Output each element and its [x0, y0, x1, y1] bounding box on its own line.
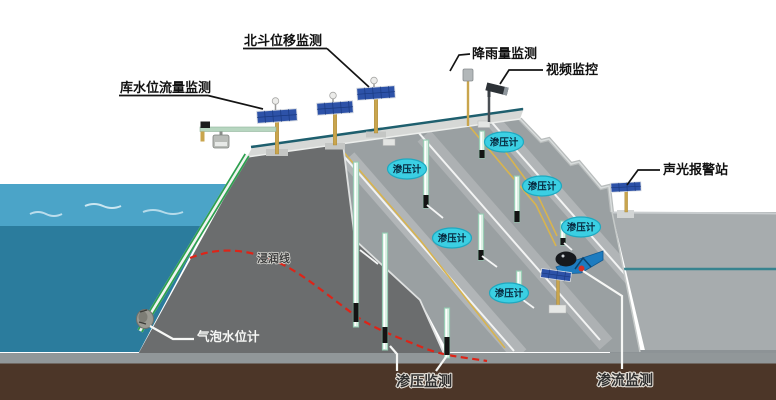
pole-base: [366, 131, 386, 138]
reservoir-level-station: [199, 97, 298, 156]
upstream-pipe: [137, 153, 250, 333]
solar-panel-icon: [356, 85, 396, 101]
station-pole: [333, 113, 338, 146]
road-marker: [477, 120, 491, 128]
seepage-weir-station: [540, 250, 604, 314]
alarm-station: [610, 181, 642, 218]
piezometer-tag-label: 渗压计: [528, 181, 557, 193]
pore-pressure-monitoring-label: 渗压监测: [396, 373, 452, 389]
road-marker: [382, 138, 396, 146]
weir-notch: [574, 256, 592, 270]
wave-icon: [29, 211, 63, 217]
bubble-level-gauge: [136, 309, 154, 329]
solar-panel-icon: [316, 100, 354, 116]
sensor-cable: [343, 148, 506, 349]
white-leader-lines: [149, 270, 624, 372]
reservoir-level-callout: 库水位流量监测: [120, 80, 211, 95]
dam-toe-line: [611, 211, 641, 353]
piezometer-tag-label: 渗压计: [393, 164, 422, 176]
piezometer-tube: [352, 161, 360, 328]
wave-icon: [142, 209, 184, 215]
piezometer-tag: 渗压计: [386, 158, 428, 180]
rain-gauge-station: [462, 68, 474, 126]
callout-leader-lines: [119, 47, 660, 186]
sensor-red-indicator: [578, 265, 585, 272]
piezometer-tag-label: 渗压计: [495, 288, 524, 300]
boom-bracket: [200, 131, 205, 142]
beidou-callout: 北斗位移监测: [244, 33, 322, 48]
earth-base: [0, 363, 776, 400]
radar-level-sensor-icon: [212, 134, 230, 149]
seepage-monitoring-label: 渗流监测: [597, 372, 653, 388]
piezometer-tag-label: 渗压计: [490, 137, 519, 149]
piezometer-tag: 渗压计: [488, 282, 530, 304]
foundation-strip: [0, 353, 776, 364]
piezometer-tube: [443, 307, 451, 359]
gnss-antenna-icon: [329, 91, 337, 100]
piezometer-tube: [478, 130, 486, 159]
sensor-boom-arm: [199, 126, 277, 132]
dam-body: [136, 107, 641, 358]
piezometer-tags: 渗压计 渗压计 渗压计 渗压计 渗压计 渗压计: [386, 131, 602, 304]
pole-base: [617, 210, 634, 218]
bubble-gauge-mark: [138, 321, 147, 325]
alarm-callout: 声光报警站: [662, 162, 728, 177]
cctv-camera-icon: [485, 82, 509, 96]
piezometer-tag: 渗压计: [483, 131, 525, 153]
video-callout: 视频监控: [546, 62, 598, 77]
sensor-cable: [469, 126, 557, 247]
bubble-gauge-label: 气泡水位计: [196, 329, 260, 344]
downstream-slope-highlight: [519, 118, 613, 213]
piezometer-tag-label: 渗压计: [567, 222, 596, 234]
station-tag: [548, 304, 567, 314]
gnss-station: [316, 91, 354, 150]
piezometer-tag: 渗压计: [560, 216, 602, 238]
station-pole: [374, 98, 379, 134]
alarm-panel-icon: [610, 181, 642, 193]
rainfall-callout: 降雨量监测: [472, 46, 537, 61]
piezometer-tag: 渗压计: [431, 227, 473, 249]
radar-sensor-face: [215, 142, 227, 146]
upstream-pipe-green-line: [141, 155, 250, 333]
bubble-gauge-body: [138, 311, 148, 323]
piezometer-tube: [477, 213, 485, 261]
dam-upstream-shell: [136, 144, 445, 358]
pole-base: [325, 143, 345, 150]
crest-front-edge: [246, 118, 521, 158]
station-pole: [624, 190, 628, 213]
beidou-gnss-station: [356, 76, 396, 138]
sensor-highlight: [561, 254, 565, 258]
upstream-pipe-green-line: [137, 153, 246, 331]
wave-icon: [84, 203, 122, 209]
video-camera-station: [485, 82, 509, 122]
solar-panel-icon: [256, 108, 298, 124]
piezometer-tube: [381, 232, 389, 351]
piezometer-tubes: [352, 130, 573, 359]
piezometer-tube: [513, 175, 521, 223]
camera-bracket: [487, 90, 491, 97]
gnss-antenna-icon: [370, 76, 378, 85]
station-pole: [556, 276, 560, 308]
boom-end-box: [200, 121, 210, 128]
solar-panel-icon: [540, 268, 572, 282]
ground-horizon-edge: [611, 211, 776, 215]
seepage-sensor-icon: [555, 251, 577, 267]
tube-cable-stubs: [359, 204, 573, 309]
crest-parapet-line: [250, 107, 524, 149]
radar-sensor-stem: [219, 131, 223, 136]
piezometer-tag-label: 渗压计: [438, 233, 467, 245]
saturation-line-label: 浸润线: [257, 251, 290, 265]
bubble-gauge-mark: [139, 309, 148, 313]
rain-gauge-icon: [462, 68, 474, 82]
piezometer-tag: 渗压计: [521, 175, 563, 197]
gnss-antenna-icon: [271, 97, 280, 105]
